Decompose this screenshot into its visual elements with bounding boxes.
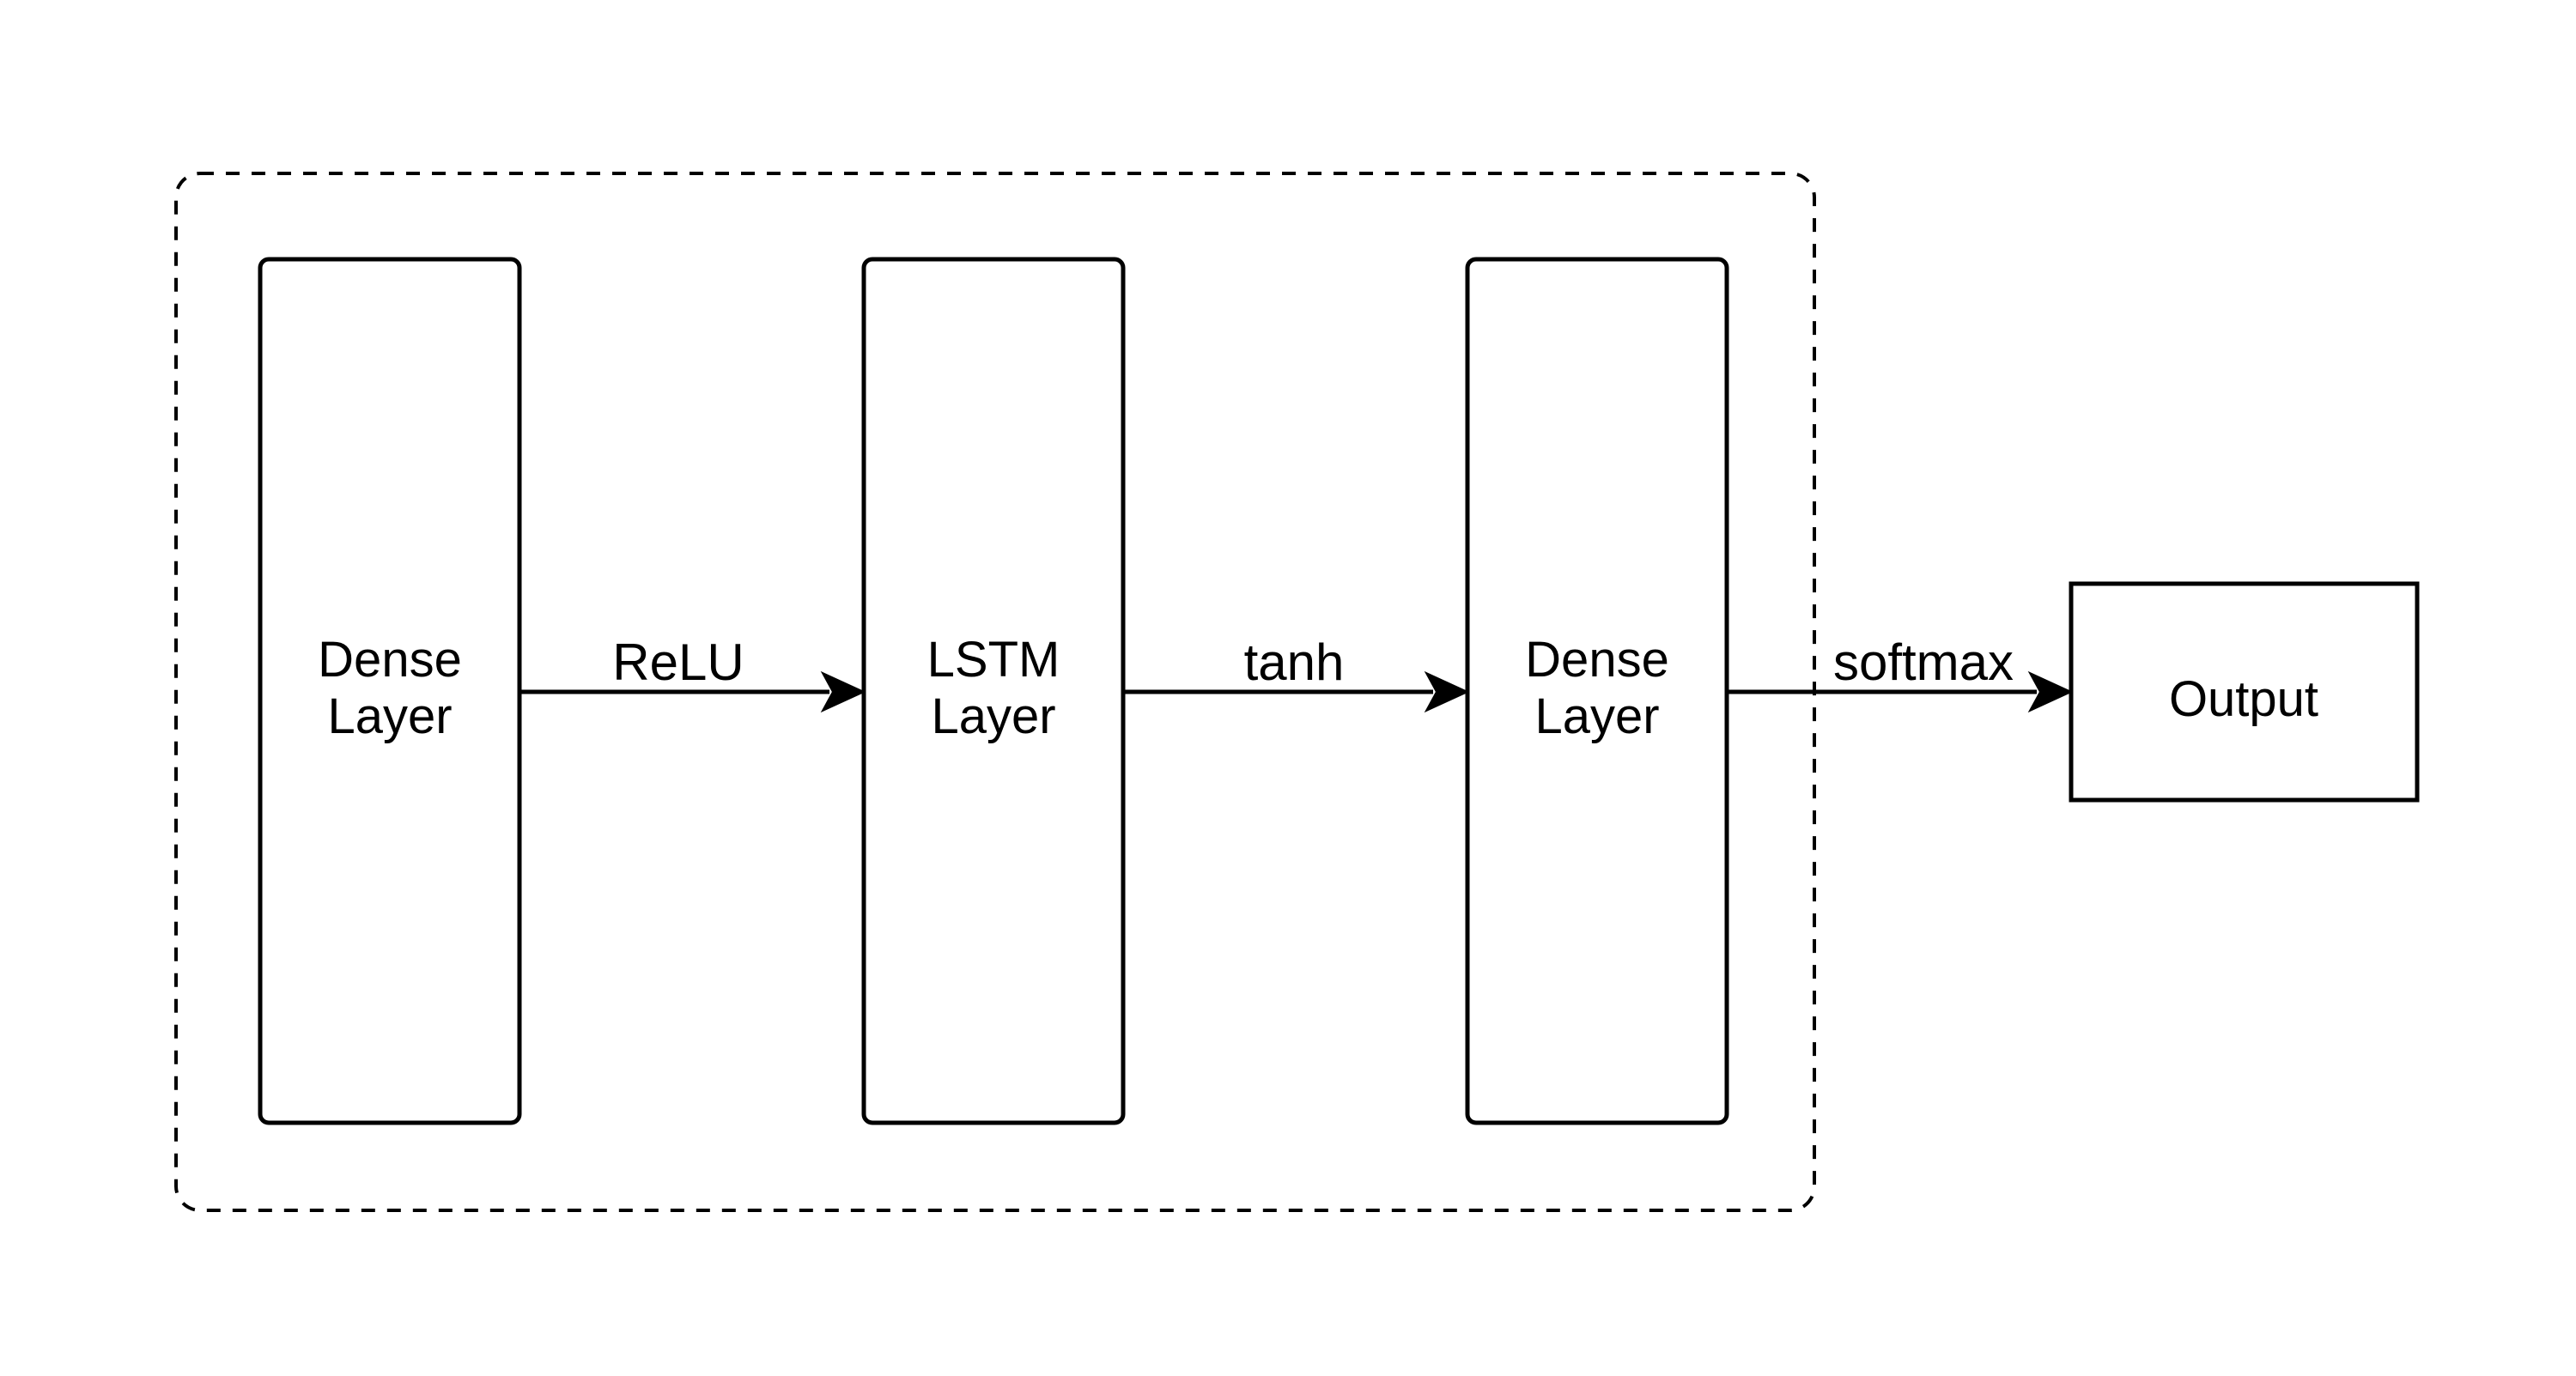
dense-layer-label-2-line2: Layer — [1534, 688, 1659, 744]
arrowhead-softmax-icon — [2027, 670, 2074, 713]
output-label: Output — [2169, 671, 2318, 727]
dense-layer-node-1[interactable]: Dense Layer — [258, 257, 522, 1125]
arrowhead-tanh-icon — [1424, 670, 1470, 713]
lstm-layer-label-line1: LSTM — [927, 632, 1060, 688]
output-node[interactable]: Output — [2069, 581, 2420, 803]
edge-label-relu: ReLU — [612, 633, 744, 691]
dense-layer-label-1-line2: Layer — [327, 688, 452, 744]
lstm-layer-node[interactable]: LSTM Layer — [861, 257, 1126, 1125]
lstm-layer-label-line2: Layer — [931, 688, 1055, 744]
edge-label-tanh: tanh — [1244, 633, 1345, 691]
dense-layer-label-2-line1: Dense — [1525, 632, 1669, 688]
arrowhead-relu-icon — [820, 670, 866, 713]
edge-dense-to-lstm: ReLU — [519, 633, 866, 713]
edge-label-softmax: softmax — [1833, 633, 2014, 691]
dense-layer-label-1-line1: Dense — [318, 632, 462, 688]
edge-dense-to-output: softmax — [1727, 633, 2074, 713]
output-box — [2069, 581, 2420, 803]
edge-lstm-to-dense: tanh — [1123, 633, 1470, 713]
dense-layer-node-2[interactable]: Dense Layer — [1465, 257, 1729, 1125]
